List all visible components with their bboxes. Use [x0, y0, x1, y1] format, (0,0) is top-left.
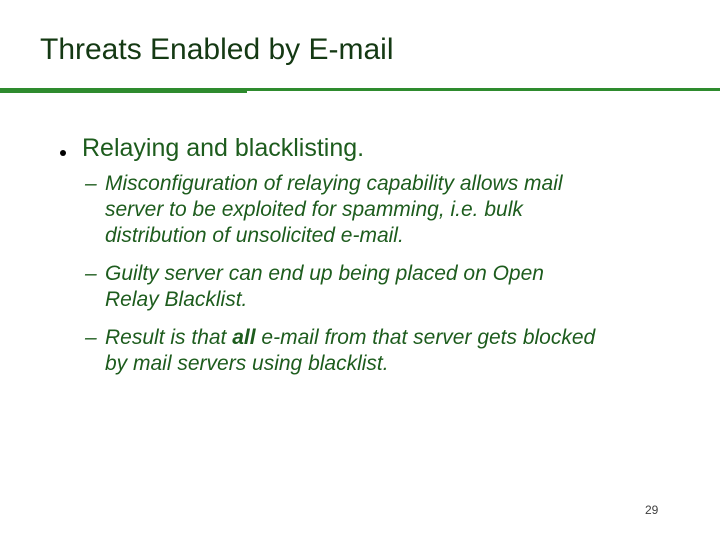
- sub-bullet-line: by mail servers using blacklist.: [105, 352, 389, 375]
- sub-bullet-line: Misconfiguration of relaying capability …: [105, 172, 563, 195]
- sub-bullet-dash: –: [85, 172, 97, 195]
- bullet-dot-icon: [60, 150, 66, 156]
- title-rule-thin: [0, 88, 720, 91]
- sub-bullet-list: –Misconfiguration of relaying capability…: [85, 171, 695, 389]
- sub-bullet-item: –Misconfiguration of relaying capability…: [85, 171, 695, 249]
- sub-bullet-text: Misconfiguration of relaying capability …: [105, 171, 695, 249]
- bullet-text: Relaying and blacklisting.: [82, 134, 365, 162]
- sub-bullet-item: –Result is that all e-mail from that ser…: [85, 325, 695, 377]
- sub-bullet-dash: –: [85, 262, 97, 285]
- title-rule-thick: [0, 88, 247, 93]
- sub-bullet-line: Relay Blacklist.: [105, 288, 248, 311]
- sub-bullet-text: Guilty server can end up being placed on…: [105, 261, 695, 313]
- sub-bullet-item: –Guilty server can end up being placed o…: [85, 261, 695, 313]
- sub-bullet-line: server to be exploited for spamming, i.e…: [105, 198, 523, 221]
- page-number: 29: [645, 503, 659, 517]
- sub-bullet-line: Guilty server can end up being placed on…: [105, 262, 544, 285]
- sub-bullet-line: Result is that all e-mail from that serv…: [105, 326, 596, 349]
- sub-bullet-line: distribution of unsolicited e-mail.: [105, 224, 404, 247]
- sub-bullet-text: Result is that all e-mail from that serv…: [105, 325, 695, 377]
- sub-bullet-dash: –: [85, 326, 97, 349]
- slide-title: Threats Enabled by E-mail: [40, 33, 394, 66]
